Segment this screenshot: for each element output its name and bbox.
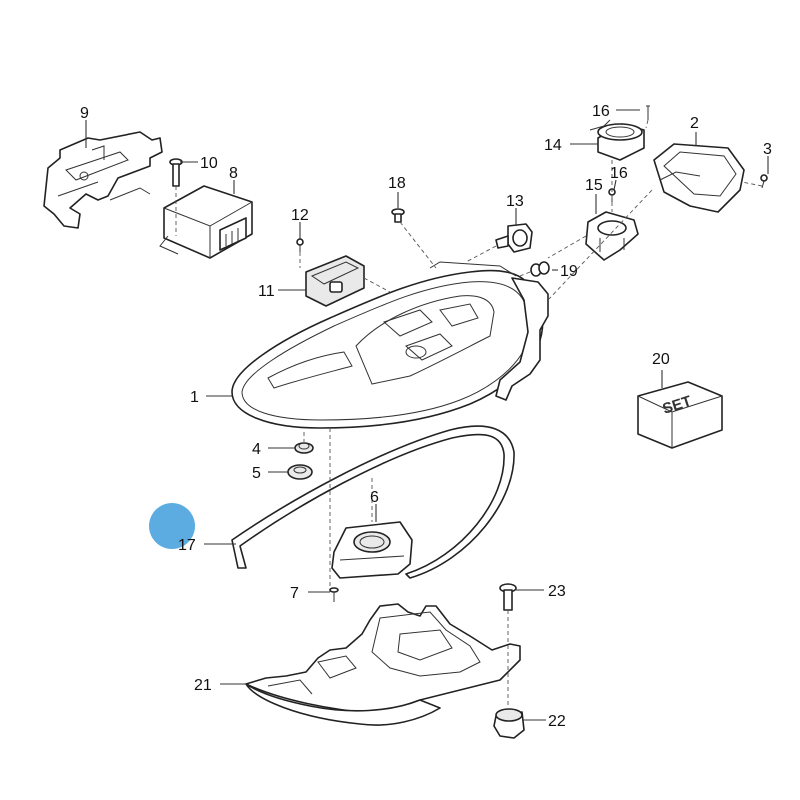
callout-19: 18 — [388, 175, 406, 192]
screw-3-part — [760, 174, 768, 189]
callout-3: 3 — [763, 141, 772, 158]
callout-16-lower: 16 — [610, 165, 628, 182]
callout-15: 15 — [585, 177, 603, 194]
mounting-bracket-part — [43, 131, 163, 229]
support-frame-part — [245, 603, 521, 726]
screw-23-part — [499, 583, 517, 611]
callout-1: 1 — [190, 389, 199, 406]
callout-17: 17 — [178, 537, 196, 554]
callout-21: 21 — [194, 677, 212, 694]
callout-12: 12 — [291, 207, 309, 224]
callout-6: 6 — [370, 489, 379, 506]
actuator-part — [495, 223, 533, 253]
fastener-22-part — [493, 708, 525, 739]
leader-lines — [85, 109, 769, 721]
callout-20: 20 — [652, 351, 670, 368]
control-module-part — [159, 185, 253, 259]
drive-motor-part — [589, 119, 645, 161]
screw-7-part — [329, 587, 339, 602]
callout-labels: 9 10 8 12 11 18 13 14 16 2 3 15 16 19 1 … — [80, 103, 772, 730]
screw-16-upper-part — [646, 105, 650, 120]
callout-23: 23 — [548, 583, 566, 600]
callout-9: 9 — [80, 105, 89, 122]
cover-part — [653, 143, 745, 213]
housing-part — [331, 521, 413, 579]
nut-5-part — [287, 464, 313, 480]
leveling-bracket-part — [585, 211, 639, 261]
callout-8: 8 — [229, 165, 238, 182]
screw-12-part — [296, 238, 304, 252]
grommet-4-part — [294, 442, 314, 454]
assembly-lines — [175, 119, 763, 706]
callout-18: 19 — [560, 263, 578, 280]
seal-strip-part — [231, 425, 515, 579]
set-box-part: SET — [637, 381, 723, 449]
callout-5: 5 — [252, 465, 261, 482]
callout-2: 2 — [690, 115, 699, 132]
callout-7: 7 — [290, 585, 299, 602]
callout-10: 10 — [200, 155, 218, 172]
clip-18-part — [530, 261, 550, 277]
callout-14: 14 — [544, 137, 562, 154]
screw-10-part — [169, 158, 183, 187]
callout-22: 22 — [548, 713, 566, 730]
callout-11: 11 — [258, 283, 275, 300]
callout-16-upper: 16 — [592, 103, 610, 120]
touch-marker — [149, 503, 195, 549]
sensor-module-part — [305, 255, 365, 307]
callout-13: 13 — [506, 193, 524, 210]
headlight-assembly-part — [231, 261, 549, 429]
callout-4: 4 — [252, 441, 261, 458]
screw-19-part — [391, 208, 405, 223]
